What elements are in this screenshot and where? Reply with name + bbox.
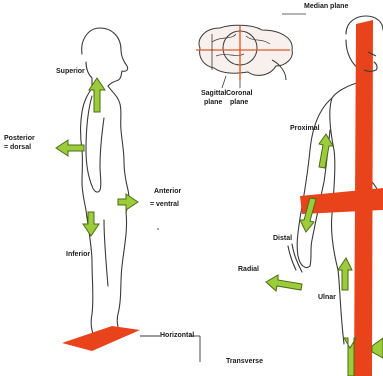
label-radial: Radial	[238, 266, 259, 274]
label-inferior: Inferior	[66, 251, 90, 259]
brain-figure	[196, 14, 306, 88]
label-median-plane: Median plane	[304, 3, 348, 11]
plane-leader-lines	[140, 228, 200, 362]
label-distal: Distal	[273, 235, 292, 243]
anterior-arrow-icon	[118, 194, 138, 210]
label-coronal: Coronal	[226, 90, 252, 98]
label-transverse: Transverse	[226, 358, 263, 366]
label-proximal: Proximal	[290, 125, 320, 133]
label-sagittal: Sagittal	[201, 90, 226, 98]
posterior-arrow-icon	[56, 140, 84, 156]
label-anterior-ventral: = ventral	[150, 201, 179, 209]
radial-arrow-icon	[266, 275, 302, 291]
superior-arrow-icon	[89, 78, 105, 112]
label-superior: Superior	[56, 68, 85, 76]
label-ulnar: Ulnar	[318, 294, 336, 302]
side-view-figure	[81, 28, 129, 336]
label-posterior-dorsal: = dorsal	[4, 144, 31, 152]
inferior-arrow-icon	[83, 212, 99, 236]
label-anterior: Anterior	[154, 188, 181, 196]
label-horizontal: Horizontal	[160, 332, 194, 340]
right-edge-arrow-icon	[372, 338, 383, 358]
label-posterior: Posterior	[4, 135, 35, 143]
horizontal-plane-shape	[62, 326, 140, 351]
proximal-arrow-icon	[319, 134, 333, 168]
label-coronal-plane: plane	[230, 99, 248, 107]
label-sagittal-plane: plane	[204, 99, 222, 107]
ulnar-arrow-icon	[338, 258, 352, 290]
lower-right-arrow-icon	[344, 338, 356, 376]
